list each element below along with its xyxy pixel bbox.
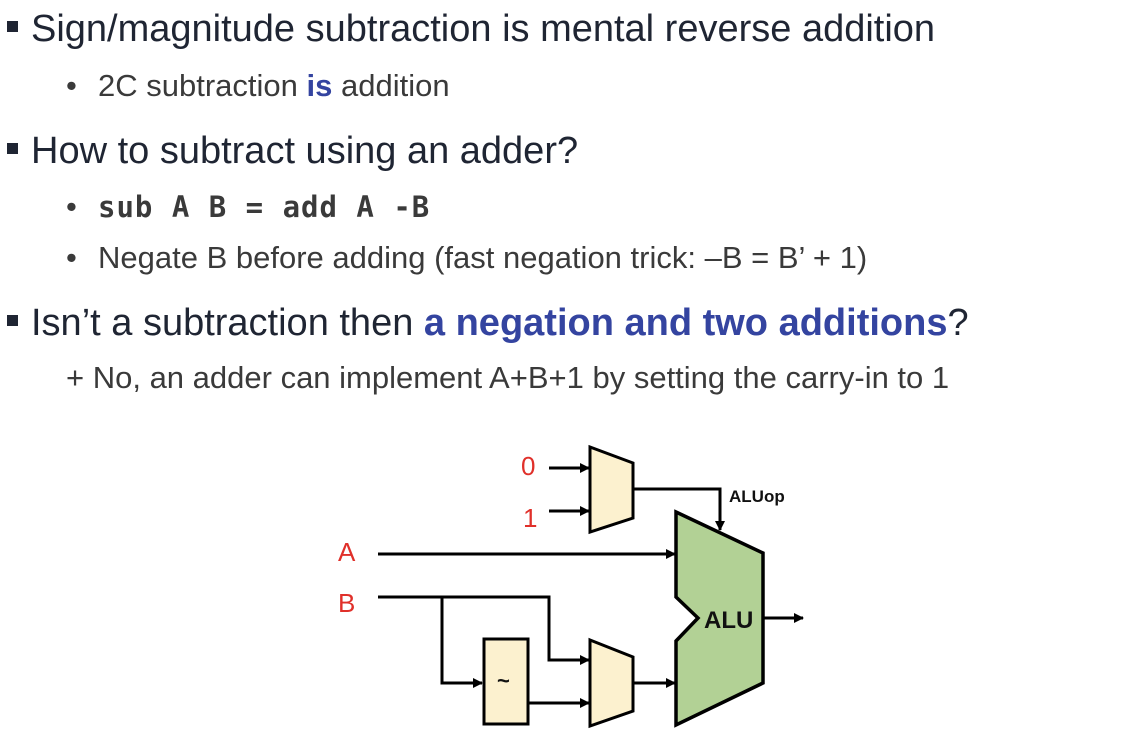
bullet-text: How to subtract using an adder?: [31, 130, 579, 172]
not-label: ~: [497, 668, 510, 693]
input-a-label: A: [338, 537, 356, 567]
text: Isn’t a subtraction then: [31, 302, 424, 344]
text: Negate B before adding (fast negation tr…: [98, 240, 868, 275]
dot-bullet-icon: •: [66, 68, 77, 103]
subbullet-2c: • 2C subtraction is addition: [66, 68, 450, 104]
aluop-label: ALUop: [729, 487, 785, 506]
const-1-label: 1: [523, 503, 537, 533]
square-bullet-icon: [7, 21, 18, 33]
dot-bullet-icon: •: [66, 189, 77, 224]
bullet-text: Sign/magnitude subtraction is mental rev…: [31, 8, 936, 50]
b-mux: [588, 637, 635, 729]
text: + No, an adder can implement A+B+1 by se…: [66, 360, 950, 395]
code-text: sub A B = add A -B: [98, 190, 431, 224]
carry-mux: [588, 444, 635, 535]
subbullet-plus: + No, an adder can implement A+B+1 by se…: [66, 360, 949, 396]
text: addition: [332, 68, 450, 103]
subbullet-negate: • Negate B before adding (fast negation t…: [66, 240, 867, 276]
subbullet-code: • sub A B = add A -B: [66, 189, 430, 225]
input-b-label: B: [338, 588, 355, 618]
text: 2C subtraction: [98, 68, 307, 103]
alu-block: [674, 509, 765, 728]
const-0-label: 0: [521, 451, 535, 481]
bullet-sign-magnitude: Sign/magnitude subtraction is mental rev…: [0, 8, 935, 51]
square-bullet-icon: [7, 143, 18, 155]
bullet-isnt-subtraction: Isn’t a subtraction then a negation and …: [0, 302, 969, 345]
not-gate: [482, 637, 530, 726]
highlight-text: is: [306, 68, 333, 103]
highlight-text: a negation and two additions: [423, 302, 948, 344]
bullet-how-to-subtract: How to subtract using an adder?: [0, 130, 578, 173]
dot-bullet-icon: •: [66, 240, 77, 275]
text: ?: [947, 302, 969, 344]
alu-label: ALU: [704, 607, 753, 634]
square-bullet-icon: [7, 315, 18, 327]
